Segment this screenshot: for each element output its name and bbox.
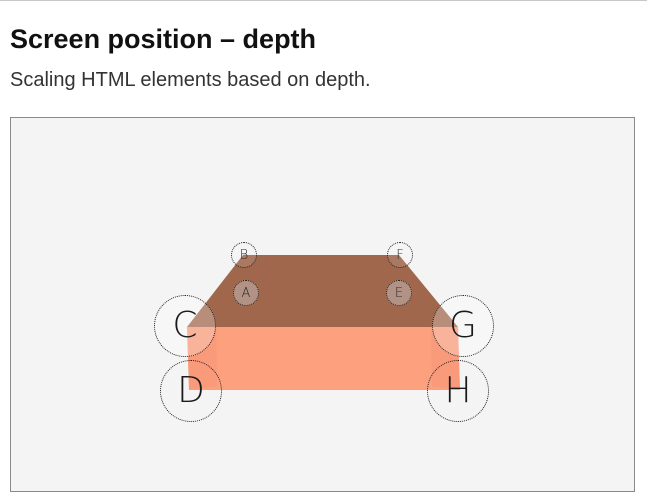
box-front-face <box>187 327 460 390</box>
corner-marker-b[interactable]: B <box>231 242 257 268</box>
top-divider <box>0 0 647 1</box>
corner-marker-a[interactable]: A <box>233 280 259 306</box>
corner-marker-f[interactable]: F <box>387 242 413 268</box>
box-top-face <box>187 255 458 327</box>
box-scene <box>187 255 460 390</box>
corner-marker-e[interactable]: E <box>386 280 412 306</box>
corner-marker-g[interactable]: G <box>432 295 494 357</box>
page-title: Screen position – depth <box>10 24 317 54</box>
corner-marker-d[interactable]: D <box>160 360 222 422</box>
corner-marker-h[interactable]: H <box>427 360 489 422</box>
render-viewport[interactable]: B F A E C G D H <box>10 117 635 492</box>
corner-marker-c[interactable]: C <box>154 295 216 357</box>
page-subtitle: Scaling HTML elements based on depth. <box>10 69 371 91</box>
